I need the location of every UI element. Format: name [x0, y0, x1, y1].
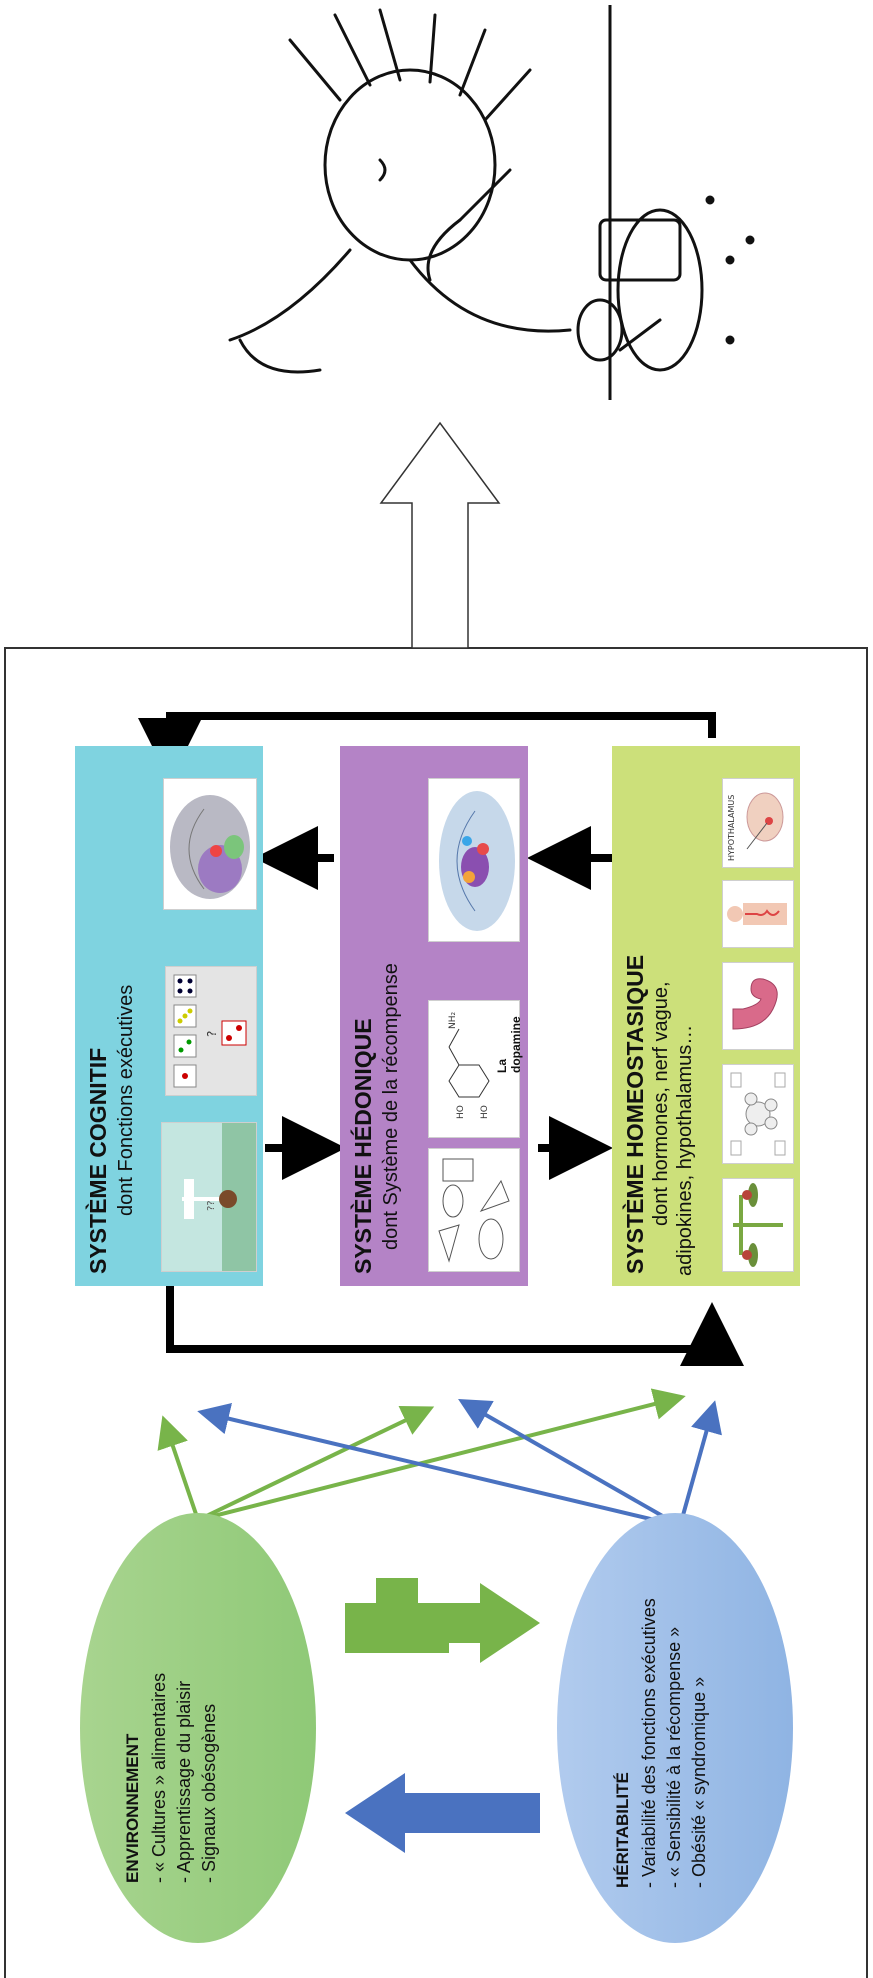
hypothalamus-label: HYPOTHALAMUS [727, 794, 736, 861]
cognitive-subtitle: dont Fonctions exécutives [115, 984, 137, 1216]
heritability-item: - Variabilité des fonctions exécutives [639, 1598, 659, 1888]
environment-title: ENVIRONNEMENT [123, 1733, 142, 1883]
crossroads-person-icon: ?? [161, 1122, 257, 1272]
svg-text:NH₂: NH₂ [448, 1012, 458, 1030]
environment-item: - Apprentissage du plaisir [174, 1680, 194, 1883]
cognitive-title: SYSTÈME COGNITIF [85, 1047, 111, 1274]
green-arrow-3 [197, 1388, 686, 1522]
black-loop-bottom [166, 1278, 744, 1366]
environment-item: - « Cultures » alimentaires [149, 1672, 169, 1883]
svg-text:HO: HO [456, 1105, 466, 1119]
hormone-cells-icon [722, 1064, 794, 1164]
hedonic-title: SYSTÈME HÉDONIQUE [350, 1018, 376, 1274]
homeostatic-title: SYSTÈME HOMEOSTASIQUE [622, 954, 648, 1274]
hypothalamus-icon: HYPOTHALAMUS [722, 778, 794, 868]
hedonic-subtitle: dont Système de la récompense [380, 963, 402, 1250]
homeostatic-subtitle-1: dont hormones, nerf vague, [650, 981, 672, 1226]
brain-scan-icon [163, 778, 257, 910]
blue-arrow-3 [678, 1400, 722, 1527]
person-eating-illustration [90, 0, 780, 402]
stomach-icon [722, 962, 794, 1050]
big-output-arrow [379, 421, 501, 649]
svg-text:??: ?? [206, 1200, 217, 1211]
heritability-title: HÉRITABILITÉ [613, 1772, 632, 1888]
environment-text: ENVIRONNEMENT - « Cultures » alimentaire… [120, 1673, 222, 1883]
black-loop-top [138, 712, 716, 782]
homeostatic-subtitle-2: adipokines, hypothalamus… [674, 1024, 696, 1276]
dice-test-icon: ? [165, 966, 257, 1096]
heritability-text: HÉRITABILITÉ - Variabilité des fonctions… [610, 1598, 712, 1888]
environment-item: - Signaux obésogènes [199, 1703, 219, 1883]
balance-scale-icon [722, 1178, 794, 1272]
blue-arrow-1 [197, 1402, 681, 1528]
digestive-system-icon [722, 880, 794, 948]
junk-food-icon [428, 1148, 520, 1272]
green-arrow-2 [197, 1405, 435, 1522]
homeostatic-system-box: SYSTÈME HOMEOSTASIQUE dont hormones, ner… [612, 746, 800, 1286]
dopamine-label: La dopamine [495, 1016, 523, 1073]
hedonic-system-box: SYSTÈME HÉDONIQUE dont Système de la réc… [340, 746, 528, 1286]
env-to-her-arrow [345, 1578, 449, 1653]
svg-text:?: ? [205, 1031, 219, 1037]
dopamine-molecule-icon: NH₂ HO HO La dopamine [428, 1000, 523, 1138]
svg-text:HO: HO [480, 1105, 490, 1119]
green-arrow-1 [157, 1415, 200, 1521]
blue-arrow-2 [458, 1399, 681, 1528]
cognitive-system-box: SYSTÈME COGNITIF dont Fonctions exécutiv… [75, 746, 263, 1286]
heritability-item: - « Sensibilité à la récompense » [664, 1626, 684, 1888]
heritability-item: - Obésité « syndromique » [689, 1676, 709, 1888]
reward-brain-icon [428, 778, 520, 942]
